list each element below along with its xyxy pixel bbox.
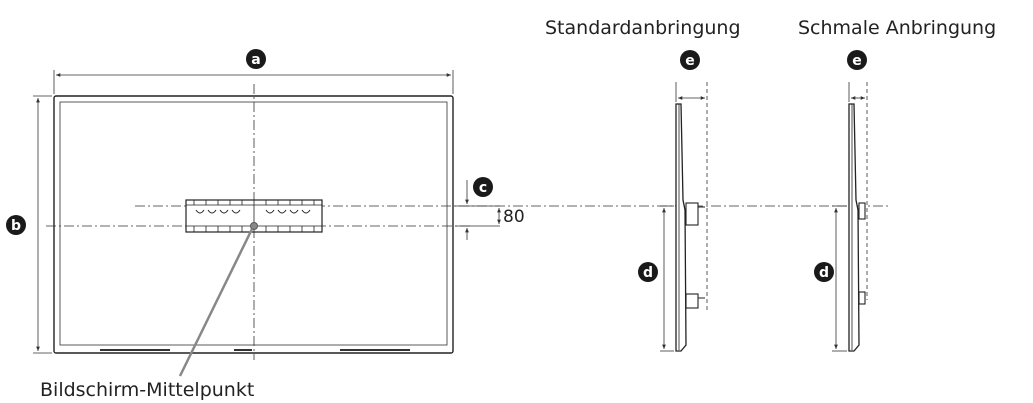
slim-mount-title: Schmale Anbringung — [798, 17, 996, 39]
tv-outer-frame — [53, 95, 454, 354]
screen-center-point — [250, 222, 258, 230]
slim-panel-outline — [848, 103, 860, 352]
svg-text:e: e — [852, 53, 862, 69]
standard-mount-title: Standardanbringung — [545, 17, 741, 39]
slim-bracket-lower — [858, 291, 866, 305]
standard-bracket-lower — [685, 293, 699, 309]
badge-d-slim: d — [814, 262, 834, 282]
tv-inner-screen — [59, 101, 448, 346]
badge-d-standard: d — [638, 262, 658, 282]
badge-b: b — [6, 215, 26, 235]
svg-text:a: a — [251, 52, 260, 68]
screen-center-label: Bildschirm-Mittelpunkt — [40, 379, 254, 401]
badge-e-slim: e — [847, 50, 867, 70]
svg-text:d: d — [643, 265, 653, 281]
svg-text:c: c — [479, 180, 487, 196]
front-view: 80 — [33, 70, 890, 377]
svg-text:d: d — [819, 265, 829, 281]
standard-panel-outline — [675, 103, 687, 352]
screen-center-leader — [178, 228, 254, 377]
badge-e-standard: e — [680, 50, 700, 70]
svg-text:e: e — [685, 53, 695, 69]
badge-c: c — [473, 177, 493, 197]
slim-mount-side-view — [832, 82, 868, 352]
slim-bracket-upper — [858, 202, 866, 220]
standard-mount-side-view — [660, 82, 708, 352]
offset-80-label: 80 — [503, 207, 525, 227]
badge-a: a — [246, 49, 266, 69]
svg-text:b: b — [11, 218, 21, 234]
standard-bracket-upper — [685, 202, 699, 226]
